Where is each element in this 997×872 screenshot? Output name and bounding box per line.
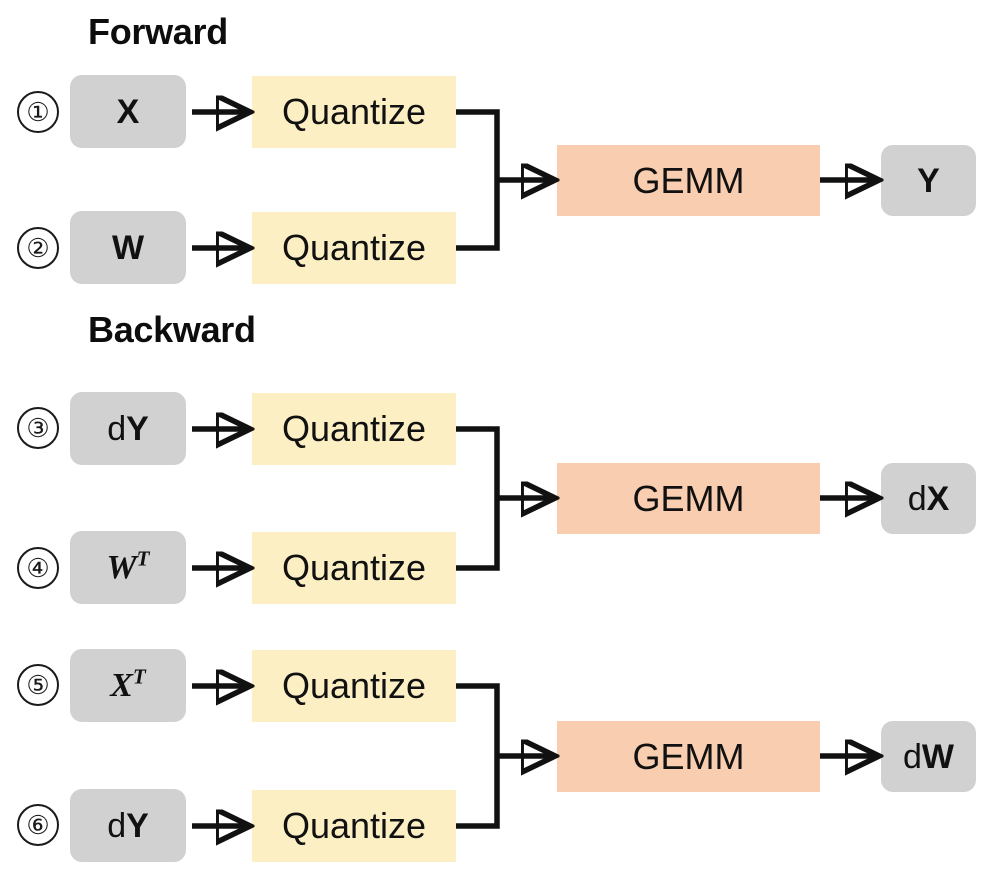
bracket-forward bbox=[456, 109, 500, 251]
step-number-3: ③ bbox=[17, 407, 59, 449]
tensor-label-x: X bbox=[116, 92, 140, 131]
tensor-box-xt: XT bbox=[70, 649, 186, 722]
bracket-backward-dw bbox=[456, 683, 500, 829]
gemm-box-backward-dx: GEMM bbox=[557, 463, 820, 534]
tensor-box-x: X bbox=[70, 75, 186, 148]
gemm-label: GEMM bbox=[632, 159, 745, 201]
quantize-box-4: Quantize bbox=[252, 532, 456, 604]
gemm-label: GEMM bbox=[632, 735, 745, 777]
step-number-4: ④ bbox=[17, 547, 59, 589]
tensor-label-xt: XT bbox=[110, 664, 146, 704]
quantize-label: Quantize bbox=[281, 547, 427, 588]
quantize-box-2: Quantize bbox=[252, 212, 456, 284]
tensor-box-wt: WT bbox=[70, 531, 186, 604]
quantize-label: Quantize bbox=[281, 91, 427, 132]
gemm-box-forward: GEMM bbox=[557, 145, 820, 216]
tensor-box-w: W bbox=[70, 211, 186, 284]
output-label-y: Y bbox=[917, 161, 940, 200]
section-title-backward: Backward bbox=[88, 309, 256, 350]
output-label-dx-main: X bbox=[926, 479, 950, 518]
section-title-forward: Forward bbox=[88, 11, 228, 52]
tensor-label-wt: WT bbox=[106, 546, 150, 586]
step-number-6: ⑥ bbox=[17, 804, 59, 846]
quantize-label: Quantize bbox=[281, 805, 427, 846]
quantize-box-6: Quantize bbox=[252, 790, 456, 862]
quantize-box-1: Quantize bbox=[252, 76, 456, 148]
tensor-label-dy-main: Y bbox=[126, 409, 149, 448]
tensor-label-dy-prefix: d bbox=[107, 409, 127, 448]
quantize-box-5: Quantize bbox=[252, 650, 456, 722]
output-box-y: Y bbox=[881, 145, 976, 216]
step-number-5: ⑤ bbox=[17, 664, 59, 706]
quantize-label: Quantize bbox=[281, 408, 427, 449]
tensor-label-dy2-prefix: d bbox=[107, 806, 127, 845]
tensor-label-w: W bbox=[111, 228, 145, 267]
quantize-label: Quantize bbox=[281, 665, 427, 706]
output-label-dw-main: W bbox=[921, 737, 954, 776]
quantize-label: Quantize bbox=[281, 227, 427, 268]
step-number-2: ② bbox=[17, 227, 59, 269]
gemm-label: GEMM bbox=[632, 477, 745, 519]
step-number-1: ① bbox=[17, 91, 59, 133]
output-label-dw-prefix: d bbox=[902, 737, 922, 776]
bracket-backward-dx bbox=[456, 426, 500, 571]
output-label-dx-prefix: d bbox=[907, 479, 927, 518]
quantize-box-3: Quantize bbox=[252, 393, 456, 465]
tensor-label-dy2-main: Y bbox=[126, 806, 149, 845]
gemm-box-backward-dw: GEMM bbox=[557, 721, 820, 792]
